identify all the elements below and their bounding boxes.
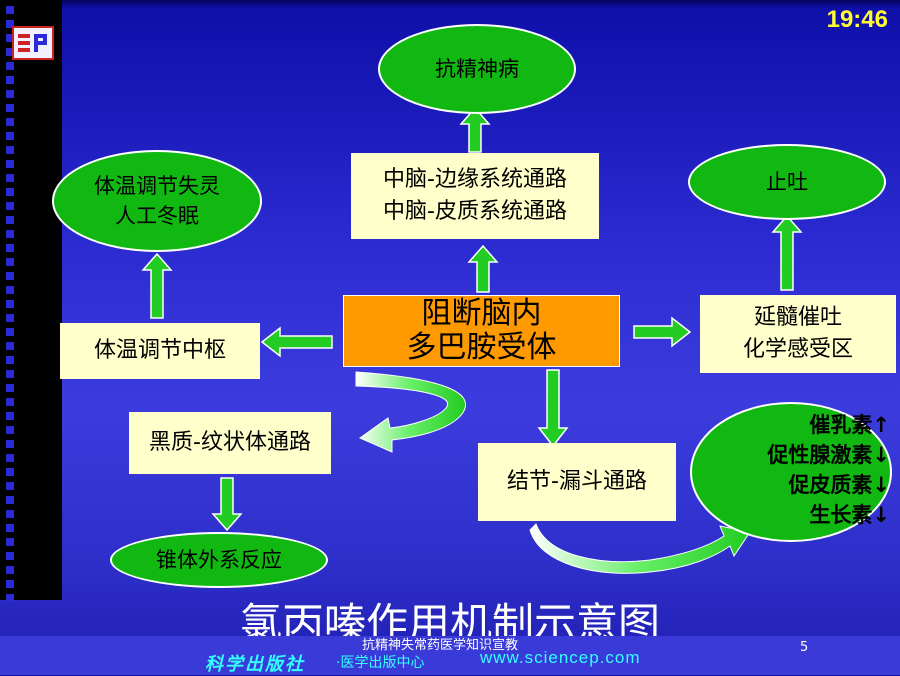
strip-square bbox=[6, 384, 14, 392]
strip-square bbox=[6, 104, 14, 112]
strip-square bbox=[6, 370, 14, 378]
strip-square bbox=[6, 342, 14, 350]
strip-square bbox=[6, 230, 14, 238]
antipsychotic-label: 抗精神病 bbox=[435, 57, 519, 81]
nigrostriatal-label: 黑质-纹状体通路 bbox=[149, 430, 311, 455]
strip-square bbox=[6, 482, 14, 490]
left-decorative-strip bbox=[0, 0, 62, 602]
strip-square bbox=[6, 132, 14, 140]
curved-arrow-to-nigro bbox=[355, 371, 467, 453]
strip-square bbox=[6, 202, 14, 210]
tuberoinfundibular-pathway-box: 结节-漏斗通路 bbox=[478, 443, 676, 521]
strip-square bbox=[6, 524, 14, 532]
corticotropin-item: 促皮质素↓ bbox=[788, 473, 890, 497]
antiemetic-ellipse: 止吐 bbox=[688, 144, 886, 220]
strip-square bbox=[6, 6, 14, 14]
top-band bbox=[62, 0, 900, 8]
strip-square bbox=[6, 90, 14, 98]
extrapyramidal-label: 锥体外系反应 bbox=[156, 548, 282, 572]
gonadotropin-item: 促性腺激素↓ bbox=[767, 443, 890, 467]
strip-square bbox=[6, 454, 14, 462]
thermoregulation-failure-line: 体温调节失灵 bbox=[94, 174, 220, 198]
strip-square bbox=[6, 174, 14, 182]
tuberoinfundibular-label: 结节-漏斗通路 bbox=[507, 469, 647, 494]
center-line-2: 多巴胺受体 bbox=[406, 330, 557, 365]
footer-band bbox=[0, 636, 900, 675]
strip-square bbox=[6, 426, 14, 434]
strip-square bbox=[6, 580, 14, 588]
page-number: 5 bbox=[800, 640, 809, 655]
hormone-ellipse bbox=[690, 402, 892, 542]
arrow-down-left bbox=[211, 477, 243, 532]
arrow-up-right bbox=[771, 214, 803, 291]
hormone-list: 催乳素↑ 促性腺激素↓ 促皮质素↓ 生长素↓ bbox=[767, 410, 890, 530]
thermoregulation-center-label: 体温调节中枢 bbox=[93, 338, 226, 363]
strip-square bbox=[6, 594, 14, 602]
strip-square bbox=[6, 566, 14, 574]
prolactin-item: 催乳素↑ bbox=[809, 413, 890, 437]
strip-square bbox=[6, 272, 14, 280]
arrow-up-center-upper bbox=[459, 106, 491, 153]
arrow-left-center bbox=[260, 326, 333, 358]
strip-square bbox=[6, 76, 14, 84]
clock: 19:46 bbox=[826, 6, 888, 33]
strip-square bbox=[6, 440, 14, 448]
strip-square bbox=[6, 48, 14, 56]
antiemetic-label: 止吐 bbox=[766, 170, 808, 194]
arrow-down-center bbox=[537, 369, 569, 448]
mesolimbic-line: 中脑-边缘系统通路 bbox=[383, 167, 567, 192]
strip-square bbox=[6, 216, 14, 224]
strip-square bbox=[6, 496, 14, 504]
strip-square bbox=[6, 552, 14, 560]
publisher-center: ·医学出版中心 bbox=[336, 655, 425, 671]
strip-square bbox=[6, 412, 14, 420]
mesolimbic-pathway-box: 中脑-边缘系统通路 中脑-皮质系统通路 bbox=[351, 153, 599, 239]
strip-square bbox=[6, 146, 14, 154]
strip-square bbox=[6, 538, 14, 546]
nigrostriatal-pathway-box: 黑质-纹状体通路 bbox=[129, 412, 331, 474]
strip-square bbox=[6, 328, 14, 336]
strip-square bbox=[6, 314, 14, 322]
footer-subtitle: 抗精神失常药医学知识宣教 bbox=[362, 638, 519, 653]
center-line-1: 阻断脑内 bbox=[421, 296, 542, 331]
curved-arrow-to-hormones bbox=[529, 523, 751, 574]
strip-square bbox=[6, 286, 14, 294]
thermoregulation-ellipse: 体温调节失灵 人工冬眠 bbox=[52, 150, 262, 252]
medulla-emetic-line: 延髓催吐 bbox=[753, 305, 842, 330]
strip-square bbox=[6, 258, 14, 266]
strip-square bbox=[6, 20, 14, 28]
strip-square bbox=[6, 398, 14, 406]
strip-square bbox=[6, 510, 14, 518]
strip-square bbox=[6, 468, 14, 476]
strip-square bbox=[6, 118, 14, 126]
strip-square bbox=[6, 300, 14, 308]
strip-square bbox=[6, 188, 14, 196]
arrow-up-left bbox=[141, 252, 173, 319]
artificial-hibernation-line: 人工冬眠 bbox=[115, 204, 199, 228]
arrow-right-center bbox=[633, 316, 692, 348]
strip-square bbox=[6, 356, 14, 364]
thermoregulation-center-box: 体温调节中枢 bbox=[60, 323, 260, 379]
strip-square bbox=[6, 62, 14, 70]
publisher-logo bbox=[12, 26, 54, 60]
publisher-url[interactable]: www.sciencep.com bbox=[480, 648, 641, 667]
growth-hormone-item: 生长素↓ bbox=[809, 503, 890, 527]
arrow-up-center-lower bbox=[467, 244, 499, 293]
mesocortical-line: 中脑-皮质系统通路 bbox=[383, 199, 567, 224]
antipsychotic-ellipse: 抗精神病 bbox=[378, 24, 576, 114]
dopamine-receptor-block-box: 阻断脑内 多巴胺受体 bbox=[343, 295, 620, 367]
chemoreceptor-line: 化学感受区 bbox=[742, 337, 853, 362]
chemoreceptor-trigger-zone-box: 延髓催吐 化学感受区 bbox=[700, 295, 896, 373]
logo-icon bbox=[18, 34, 47, 52]
extrapyramidal-ellipse: 锥体外系反应 bbox=[110, 532, 328, 588]
publisher-name: 科学出版社 bbox=[205, 654, 305, 675]
strip-square bbox=[6, 34, 14, 42]
strip-square bbox=[6, 160, 14, 168]
strip-square bbox=[6, 244, 14, 252]
